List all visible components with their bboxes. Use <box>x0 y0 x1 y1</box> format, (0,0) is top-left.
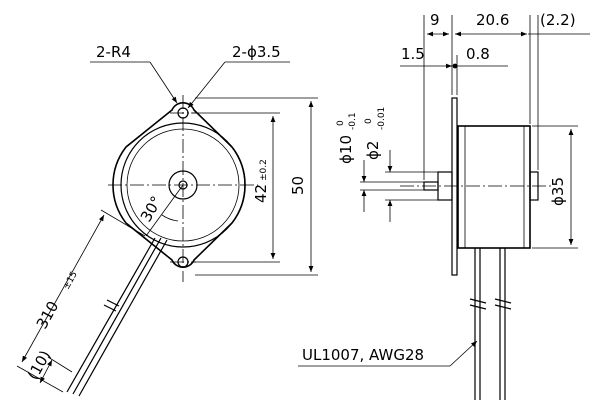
depth-20-6-label: 20.6 <box>476 11 509 29</box>
shaft-outer-label: ϕ10 <box>337 135 355 164</box>
front-dimensions: 2-R4 2-ϕ3.5 42 ±0.2 50 30° 310 ±15 (10) <box>16 43 318 393</box>
shaft-outer-tol-lower: -0.1 <box>348 112 358 130</box>
lead-wire <box>66 237 156 393</box>
shaft-inner-tol-upper: 0 <box>364 118 374 124</box>
lead-strip-label: (10) <box>24 347 55 383</box>
depth-9-label: 9 <box>430 11 440 29</box>
wire-spec-label: UL1007, AWG28 <box>302 346 424 364</box>
depth-2-2-label: (2.2) <box>540 11 576 29</box>
flange-height-label: 50 <box>289 176 307 195</box>
offset-0-8-label: 0.8 <box>466 45 490 63</box>
mount-holes-label: 2-ϕ3.5 <box>232 43 281 61</box>
offset-1-5-label: 1.5 <box>401 45 425 63</box>
shaft-inner-label: ϕ2 <box>364 141 382 160</box>
shaft-outer-tol-upper: 0 <box>336 120 346 126</box>
hole-spacing-tolerance: ±0.2 <box>259 159 269 181</box>
side-dimensions: 9 20.6 (2.2) 1.5 0.8 ϕ10 0 -0.1 ϕ2 0 -0.… <box>298 11 590 367</box>
lead-length-label: 310 <box>33 298 63 332</box>
corner-radius-label: 2-R4 <box>96 43 131 61</box>
body-diameter-label: ϕ35 <box>549 177 567 206</box>
angle-label: 30° <box>137 193 166 225</box>
shaft-inner-tol-lower: -0.01 <box>377 107 387 130</box>
front-view <box>66 95 258 397</box>
lead-length-tolerance: ±15 <box>62 270 80 291</box>
side-view <box>400 97 552 400</box>
flange-plate <box>451 97 458 276</box>
motor-body <box>457 125 531 249</box>
hole-spacing-label: 42 <box>252 184 270 203</box>
